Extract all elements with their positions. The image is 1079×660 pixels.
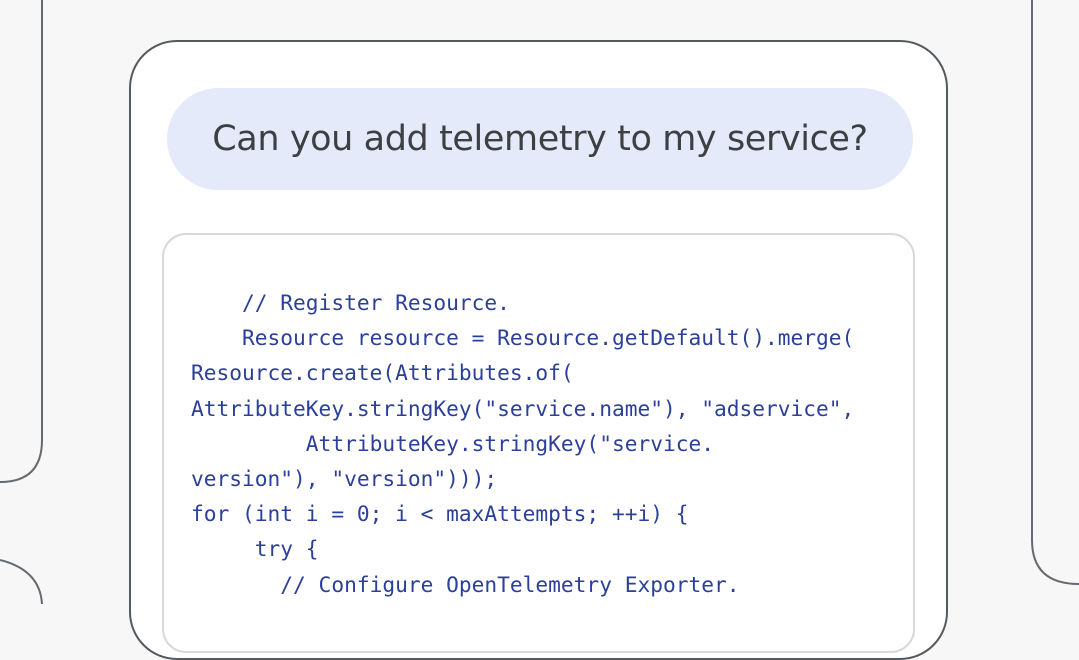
left-backdrop-outline: [0, 0, 43, 483]
code-line: try {: [191, 536, 319, 562]
code-line: version"), "version")));: [191, 466, 498, 492]
code-line: Resource resource = Resource.getDefault(…: [191, 325, 855, 351]
code-line: Resource.create(Attributes.of(: [191, 360, 574, 386]
code-line: // Configure OpenTelemetry Exporter.: [191, 571, 740, 597]
background-decoration: [0, 0, 1079, 604]
code-line: // Register Resource.: [191, 290, 510, 315]
code-block: // Register Resource. Resource resource …: [191, 285, 854, 602]
user-prompt-text: Can you add telemetry to my service?: [212, 119, 868, 159]
right-backdrop-outline: [1031, 0, 1079, 585]
code-line: AttributeKey.stringKey("service.name"), …: [191, 395, 855, 421]
code-line: AttributeKey.stringKey("service.: [191, 430, 714, 456]
left-bottom-arc: [0, 559, 43, 604]
code-line: for (int i = 0; i < maxAttempts; ++i) {: [191, 501, 689, 527]
user-prompt-bubble: Can you add telemetry to my service?: [167, 88, 913, 190]
